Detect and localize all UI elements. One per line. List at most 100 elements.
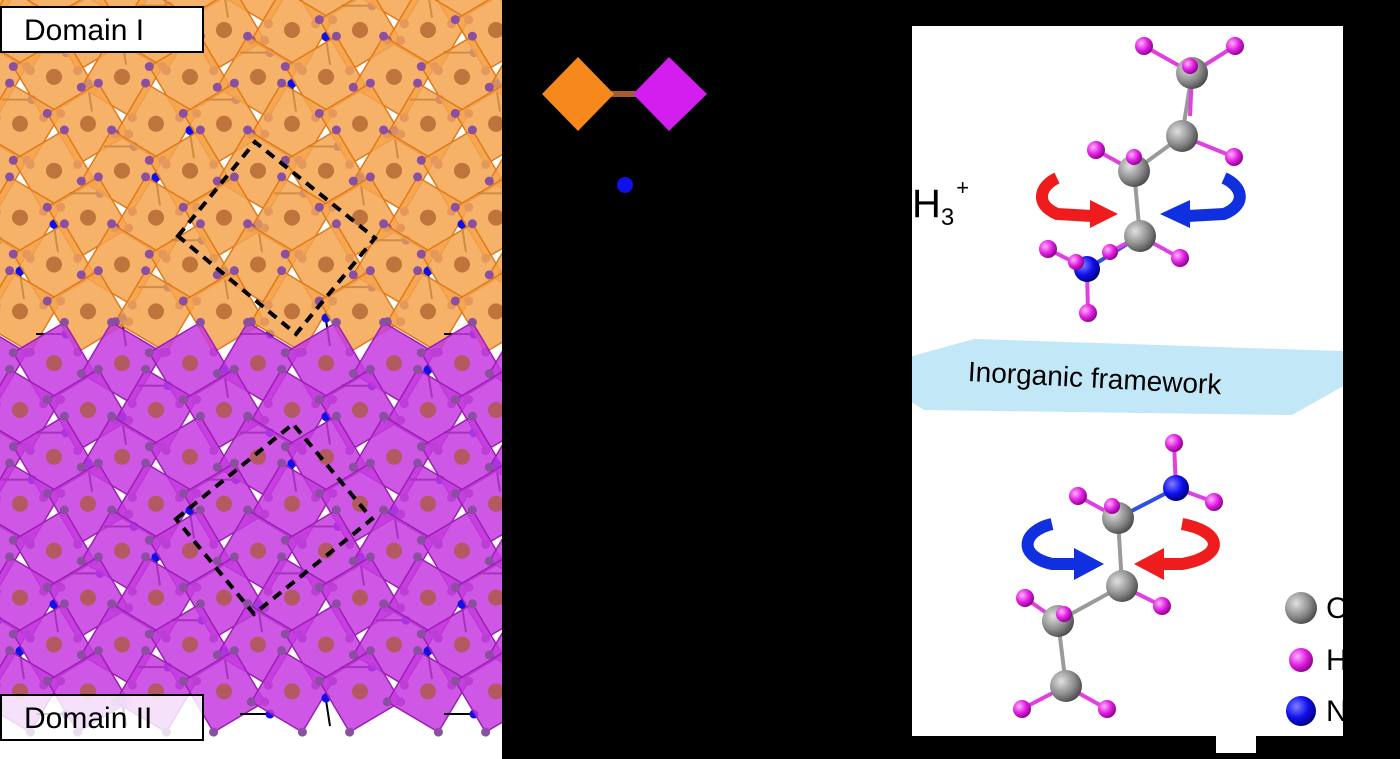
metal-center-atom bbox=[352, 303, 368, 320]
halide-atom bbox=[8, 629, 18, 639]
metal-center-atom bbox=[284, 683, 300, 700]
halide-atom bbox=[484, 556, 494, 566]
halide-atom bbox=[229, 266, 239, 276]
domain-1-legend-diamond bbox=[542, 57, 614, 131]
halide-atom bbox=[93, 266, 103, 276]
metal-center-atom bbox=[352, 683, 368, 700]
halide-atom bbox=[144, 535, 154, 545]
metal-center-atom bbox=[488, 209, 502, 226]
metal-center-atom bbox=[46, 542, 62, 559]
halide-atom bbox=[416, 348, 426, 358]
metal-center-atom bbox=[420, 683, 436, 700]
halide-atom bbox=[331, 317, 341, 327]
hydrogen-legend-label: H bbox=[1326, 644, 1348, 677]
halide-atom bbox=[8, 62, 18, 72]
atom-legend-spheres bbox=[1285, 592, 1317, 726]
metal-center-atom bbox=[80, 209, 96, 226]
halide-atom bbox=[450, 582, 460, 592]
metal-center-atom bbox=[284, 22, 300, 38]
metal-center-atom bbox=[284, 589, 300, 606]
halide-atom bbox=[501, 649, 502, 652]
halide-atom bbox=[416, 535, 426, 545]
halide-atom bbox=[59, 505, 69, 515]
halide-atom bbox=[413, 646, 423, 656]
metal-center-atom bbox=[114, 355, 130, 372]
footer-white-strip bbox=[1216, 735, 1256, 753]
halide-atom bbox=[314, 395, 324, 405]
domain-2-legend-diamond bbox=[633, 57, 707, 131]
halide-atom bbox=[413, 266, 423, 276]
metal-center-atom bbox=[216, 22, 232, 38]
halide-atom bbox=[107, 125, 117, 135]
metal-center-atom bbox=[352, 209, 368, 226]
halide-atom bbox=[365, 172, 375, 182]
halide-atom bbox=[481, 727, 491, 737]
metal-center-atom bbox=[488, 589, 502, 606]
halide-atom bbox=[314, 15, 324, 25]
halide-atom bbox=[484, 82, 494, 92]
halide-atom bbox=[331, 411, 341, 421]
halide-atom bbox=[178, 488, 188, 498]
halide-atom bbox=[107, 317, 117, 327]
halide-atom bbox=[484, 176, 494, 186]
halide-atom bbox=[501, 175, 502, 178]
upper-ethylammonium-molecule bbox=[1039, 37, 1244, 322]
halide-atom bbox=[144, 348, 154, 358]
halide-atom bbox=[212, 82, 222, 92]
halide-atom bbox=[76, 556, 86, 566]
metal-center-atom bbox=[284, 303, 300, 320]
halide-atom bbox=[280, 629, 290, 639]
middle-legend bbox=[530, 50, 730, 210]
metal-center-atom bbox=[352, 402, 368, 418]
cation-formula-fragment: H3+ bbox=[912, 175, 969, 232]
halide-atom bbox=[331, 599, 341, 609]
metal-center-atom bbox=[454, 355, 470, 372]
halide-atom bbox=[178, 296, 188, 306]
domain-1-label: Domain I bbox=[0, 6, 204, 53]
halide-atom bbox=[365, 552, 375, 562]
halide-atom bbox=[59, 411, 69, 421]
halide-atom bbox=[345, 727, 355, 737]
metal-center-atom bbox=[488, 495, 502, 512]
metal-center-atom bbox=[216, 402, 232, 418]
halide-atom bbox=[243, 125, 253, 135]
metal-center-atom bbox=[454, 256, 470, 273]
halide-atom bbox=[379, 31, 389, 41]
metal-center-atom bbox=[80, 303, 96, 320]
halide-atom bbox=[8, 535, 18, 545]
metal-center-atom bbox=[182, 542, 198, 559]
halide-atom bbox=[212, 650, 222, 660]
halide-atom bbox=[280, 62, 290, 72]
halide-atom bbox=[59, 317, 69, 327]
metal-center-atom bbox=[148, 589, 164, 606]
halide-atom bbox=[501, 462, 502, 465]
metal-center-atom bbox=[182, 355, 198, 372]
metal-center-atom bbox=[182, 448, 198, 465]
halide-atom bbox=[416, 155, 426, 165]
upper-rotation-arrows bbox=[1036, 172, 1246, 228]
metal-center-atom bbox=[488, 22, 502, 38]
metal-center-atom bbox=[80, 589, 96, 606]
halide-atom bbox=[229, 552, 239, 562]
metal-center-atom bbox=[420, 115, 436, 132]
halide-atom bbox=[348, 270, 358, 280]
metal-center-atom bbox=[284, 495, 300, 512]
halide-atom bbox=[107, 505, 117, 515]
halide-atom bbox=[331, 505, 341, 515]
halide-atom bbox=[277, 552, 287, 562]
metal-center-atom bbox=[488, 115, 502, 132]
metal-center-atom bbox=[46, 162, 62, 179]
cation-base: H bbox=[912, 182, 941, 226]
domain-1-octahedron bbox=[0, 269, 62, 354]
halide-atom bbox=[229, 646, 239, 656]
metal-center-atom bbox=[454, 162, 470, 179]
halide-atom bbox=[413, 172, 423, 182]
halide-atom bbox=[379, 411, 389, 421]
lower-blue-arrow-head bbox=[1074, 548, 1104, 580]
metal-center-atom bbox=[386, 162, 402, 179]
metal-center-atom bbox=[12, 209, 28, 226]
metal-center-atom bbox=[420, 209, 436, 226]
cation-chain bbox=[325, 699, 331, 727]
metal-center-atom bbox=[216, 303, 232, 320]
halide-atom bbox=[93, 364, 103, 374]
